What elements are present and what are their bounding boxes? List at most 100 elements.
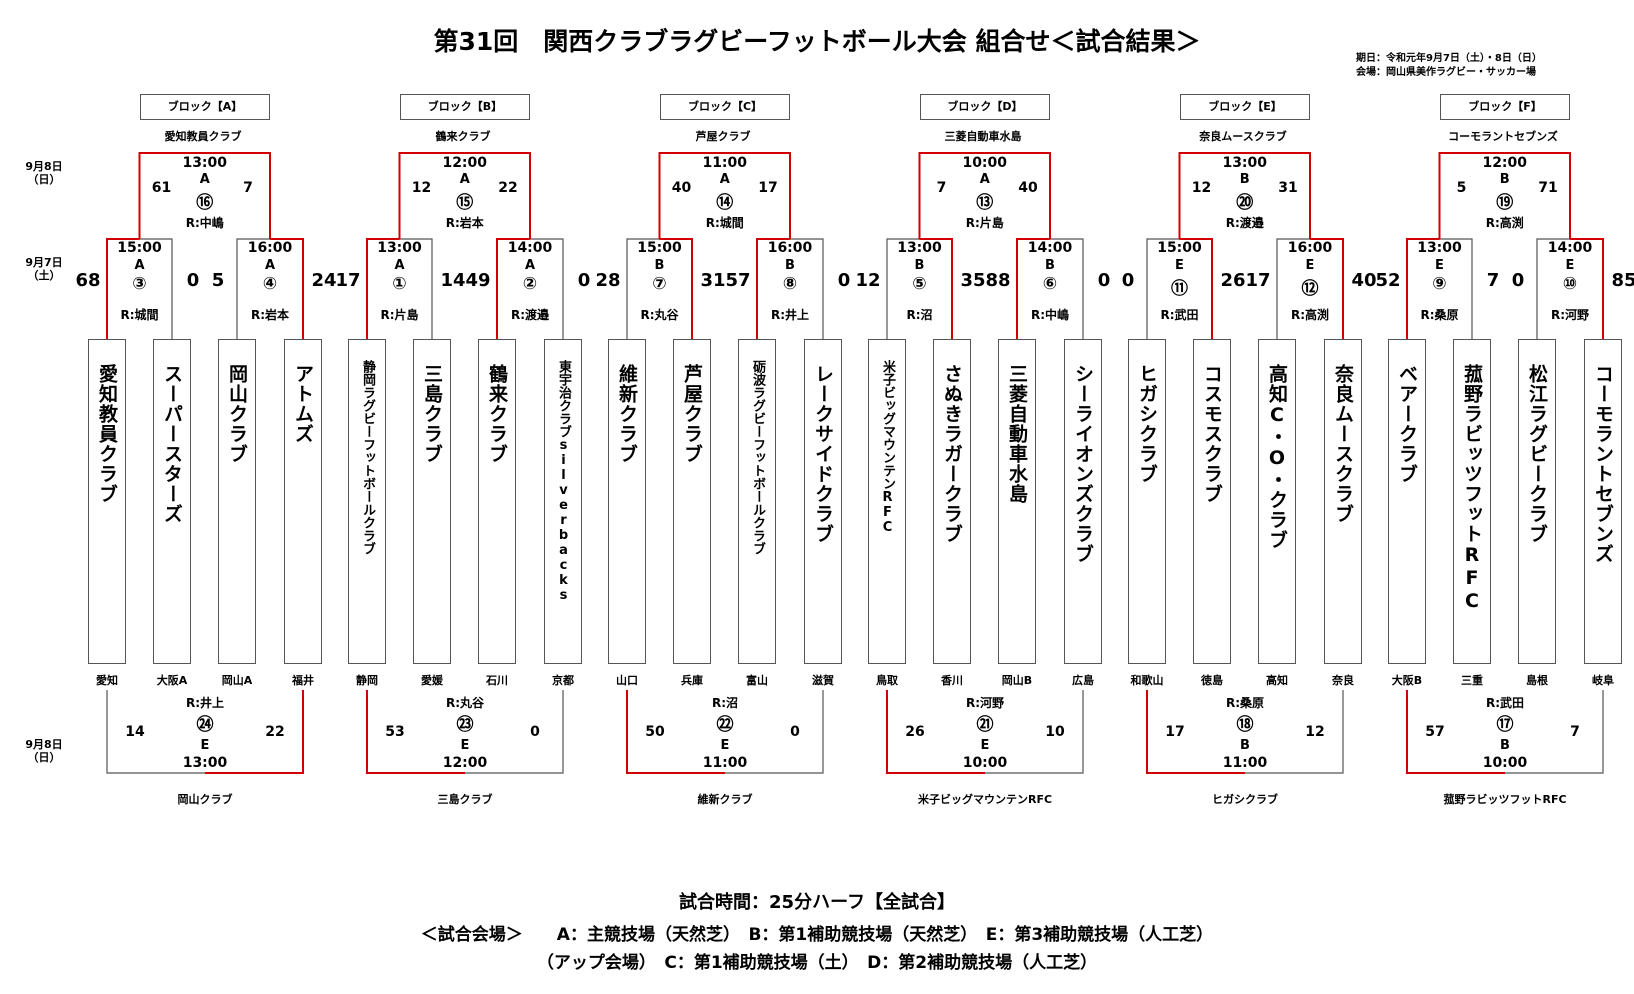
consolation-referee: R:井上	[185, 696, 225, 710]
final-time: 12:00	[1482, 155, 1528, 171]
final-match-number: ⑲	[1496, 193, 1514, 213]
consolation-match-number: ㉔	[196, 715, 214, 735]
consolation-winner: 三島クラブ	[437, 793, 493, 806]
block-host: 芦屋クラブ	[695, 130, 751, 143]
final-score-right: 31	[1278, 180, 1298, 196]
match-number: ⑤	[912, 274, 927, 294]
win-line	[1016, 238, 1050, 339]
match-number: ⑨	[1432, 274, 1447, 294]
match-court: A	[134, 258, 145, 273]
win-line-final	[658, 152, 791, 239]
team-prefecture: 岐阜	[1592, 674, 1614, 687]
final-court: A	[719, 172, 730, 187]
team-box: 愛知教員クラブ	[88, 339, 126, 664]
consolation-referee: R:沼	[711, 696, 739, 710]
consolation-court: E	[720, 738, 730, 753]
team-prefecture: 静岡	[356, 674, 378, 687]
final-score-left: 61	[151, 180, 172, 196]
final-score-left: 12	[1191, 180, 1212, 196]
team-name: 菰野ラビッツフットRFC	[1461, 364, 1483, 613]
consolation-match-number: ㉑	[976, 715, 994, 735]
score-right: 7	[1486, 270, 1500, 291]
team-box: さぬきラガークラブ	[933, 339, 971, 664]
consolation-score-right: 0	[790, 724, 800, 740]
win-line-final	[398, 152, 531, 239]
final-court: A	[979, 172, 990, 187]
win-line-consolation	[626, 690, 725, 774]
score-right: 85	[1611, 270, 1634, 291]
final-score-right: 22	[498, 180, 518, 196]
team-name: コスモスクラブ	[1201, 364, 1223, 504]
match-referee: R:沼	[906, 308, 933, 322]
score-right: 26	[1220, 270, 1246, 291]
match-number: ⑩	[1562, 274, 1578, 294]
consolation-score-right: 7	[1570, 724, 1580, 740]
consolation-time: 12:00	[442, 755, 488, 771]
final-score-right: 7	[243, 180, 253, 196]
score-left: 28	[595, 270, 621, 291]
team-name: 芦屋クラブ	[681, 364, 703, 464]
win-line-consolation	[366, 690, 465, 774]
score-right: 40	[1351, 270, 1377, 291]
match-court: B	[914, 258, 925, 273]
match-court: E	[1175, 258, 1184, 273]
team-name: 愛知教員クラブ	[96, 364, 118, 504]
block-host: 鶴来クラブ	[435, 130, 491, 143]
score-left: 68	[75, 270, 101, 291]
consolation-score-left: 26	[905, 724, 925, 740]
match-time: 14:00	[1547, 240, 1593, 256]
win-line-consolation	[1406, 690, 1505, 774]
score-right: 14	[440, 270, 466, 291]
win-line	[270, 238, 304, 339]
team-box: 東宇治クラブsilverbacks	[544, 339, 582, 664]
day-label-sep7: 9月7日（土）	[25, 256, 63, 282]
score-left: 88	[985, 270, 1011, 291]
team-name: 東宇治クラブsilverbacks	[556, 360, 571, 603]
block-host: コーモラントセブンズ	[1448, 130, 1558, 143]
win-line	[1570, 238, 1604, 339]
block-label: ブロック【B】	[400, 94, 530, 120]
team-prefecture: 滋賀	[812, 674, 834, 687]
score-right: 0	[186, 270, 200, 291]
team-name: アトムズ	[292, 364, 314, 444]
final-time: 13:00	[1222, 155, 1268, 171]
team-prefecture: 香川	[941, 674, 963, 687]
score-right: 0	[577, 270, 591, 291]
final-score-right: 71	[1538, 180, 1558, 196]
score-left: 52	[1375, 270, 1401, 291]
consolation-score-left: 53	[385, 724, 405, 740]
match-referee: R:城間	[120, 308, 159, 322]
footer-venues: ＜試合会場＞ A：主競技場（天然芝） B：第1補助競技場（天然芝） E：第3補助…	[420, 925, 1214, 945]
match-referee: R:武田	[1160, 308, 1199, 322]
win-line	[496, 238, 530, 339]
team-box: 三菱自動車水島	[998, 339, 1036, 664]
consolation-match-number: ⑰	[1496, 715, 1514, 735]
block-label: ブロック【D】	[920, 94, 1050, 120]
match-court: B	[1045, 258, 1055, 273]
score-left: 49	[465, 270, 491, 291]
team-name: 三島クラブ	[421, 364, 443, 464]
consolation-winner: 岡山クラブ	[177, 793, 233, 806]
win-line-consolation	[886, 690, 985, 774]
day-label-sep8-top: 9月8日（日）	[25, 160, 63, 186]
team-prefecture: 京都	[552, 674, 574, 687]
match-time: 13:00	[377, 240, 422, 256]
consolation-court: E	[980, 738, 990, 753]
score-left: 57	[725, 270, 751, 291]
match-referee: R:井上	[770, 308, 810, 322]
final-referee: R:片島	[965, 216, 1004, 230]
team-prefecture: 徳島	[1201, 674, 1223, 687]
score-left: 0	[1511, 270, 1525, 291]
match-number: ①	[392, 274, 407, 294]
win-line	[756, 238, 790, 339]
consolation-score-left: 57	[1425, 724, 1445, 740]
team-name: 奈良ムースクラブ	[1332, 364, 1354, 524]
consolation-court: E	[460, 738, 470, 753]
score-right: 0	[837, 270, 851, 291]
block-host: 奈良ムースクラブ	[1199, 130, 1287, 143]
team-prefecture: 福井	[292, 674, 314, 687]
team-box: レークサイドクラブ	[804, 339, 842, 664]
consolation-court: E	[200, 738, 210, 753]
final-match-number: ⑯	[196, 193, 214, 213]
win-line-final	[918, 152, 1051, 239]
